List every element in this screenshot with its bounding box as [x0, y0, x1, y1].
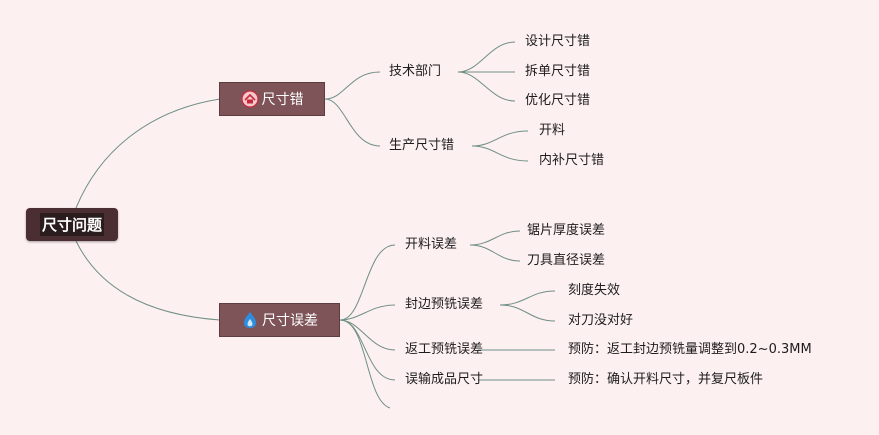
leaf-prevent-confirm-size[interactable]: 预防：确认开料尺寸，并复尺板件	[568, 372, 764, 387]
leaf-prevent-rework-milling[interactable]: 预防：返工封边预铣量调整到0.2~0.3MM	[568, 342, 812, 357]
connector-tech-to-leaf-3	[457, 71, 516, 102]
leaf-cutting[interactable]: 开料	[539, 123, 566, 138]
connector-root-to-branch-1	[75, 98, 221, 209]
connector-c1-to-leaf-2	[469, 244, 521, 262]
subtopic-production-error[interactable]: 生产尺寸错	[389, 138, 455, 153]
leaf-optimize-size-error[interactable]: 优化尺寸错	[525, 93, 591, 108]
leaf-design-size-error[interactable]: 设计尺寸错	[525, 34, 591, 49]
subtopic-tech-dept[interactable]: 技术部门	[389, 64, 442, 79]
connector-prod-to-leaf-2	[471, 145, 529, 162]
connector-c1-to-leaf-1	[469, 230, 521, 246]
leaf-split-size-error[interactable]: 拆单尺寸错	[525, 64, 591, 79]
connector-b1-to-tech	[324, 71, 381, 100]
connector-prod-to-leaf-1	[471, 130, 529, 147]
leaf-saw-thickness-deviation[interactable]: 锯片厚度误差	[527, 223, 606, 238]
connector-b2-to-extra	[339, 319, 391, 409]
branch-size-error[interactable]: 尺寸错	[219, 82, 325, 116]
leaf-scale-failure[interactable]: 刻度失效	[568, 283, 621, 298]
branch-size-error-label: 尺寸错	[261, 92, 304, 108]
blue-flame-icon	[241, 311, 259, 329]
branch-size-deviation-label: 尺寸误差	[262, 313, 318, 329]
connector-tech-to-leaf-1	[457, 41, 516, 73]
red-home-icon	[240, 90, 259, 108]
connector-root-to-branch-2	[75, 240, 221, 321]
root-topic[interactable]: 尺寸问题	[26, 208, 118, 241]
connector-b1-to-prod	[324, 98, 381, 147]
leaf-tool-diameter-deviation[interactable]: 刀具直径误差	[527, 253, 606, 268]
leaf-tool-misaligned[interactable]: 对刀没对好	[568, 313, 634, 328]
subtopic-wrong-input-size[interactable]: 误输成品尺寸	[405, 372, 484, 387]
connector-b2-to-c4	[339, 319, 396, 381]
connector-b2-to-c2	[339, 304, 396, 321]
subtopic-edge-milling-deviation[interactable]: 封边预铣误差	[405, 297, 484, 312]
connector-c2-to-leaf-2	[499, 304, 556, 322]
subtopic-rework-milling-deviation[interactable]: 返工预铣误差	[405, 342, 484, 357]
connector-b2-to-c1	[339, 244, 396, 321]
connector-c2-to-leaf-1	[499, 290, 556, 306]
root-topic-label: 尺寸问题	[39, 213, 104, 236]
leaf-refill-size-error[interactable]: 内补尺寸错	[539, 153, 605, 168]
subtopic-cutting-deviation[interactable]: 开料误差	[405, 237, 458, 252]
connector-b2-to-c3	[339, 319, 396, 351]
branch-size-deviation[interactable]: 尺寸误差	[219, 303, 340, 337]
